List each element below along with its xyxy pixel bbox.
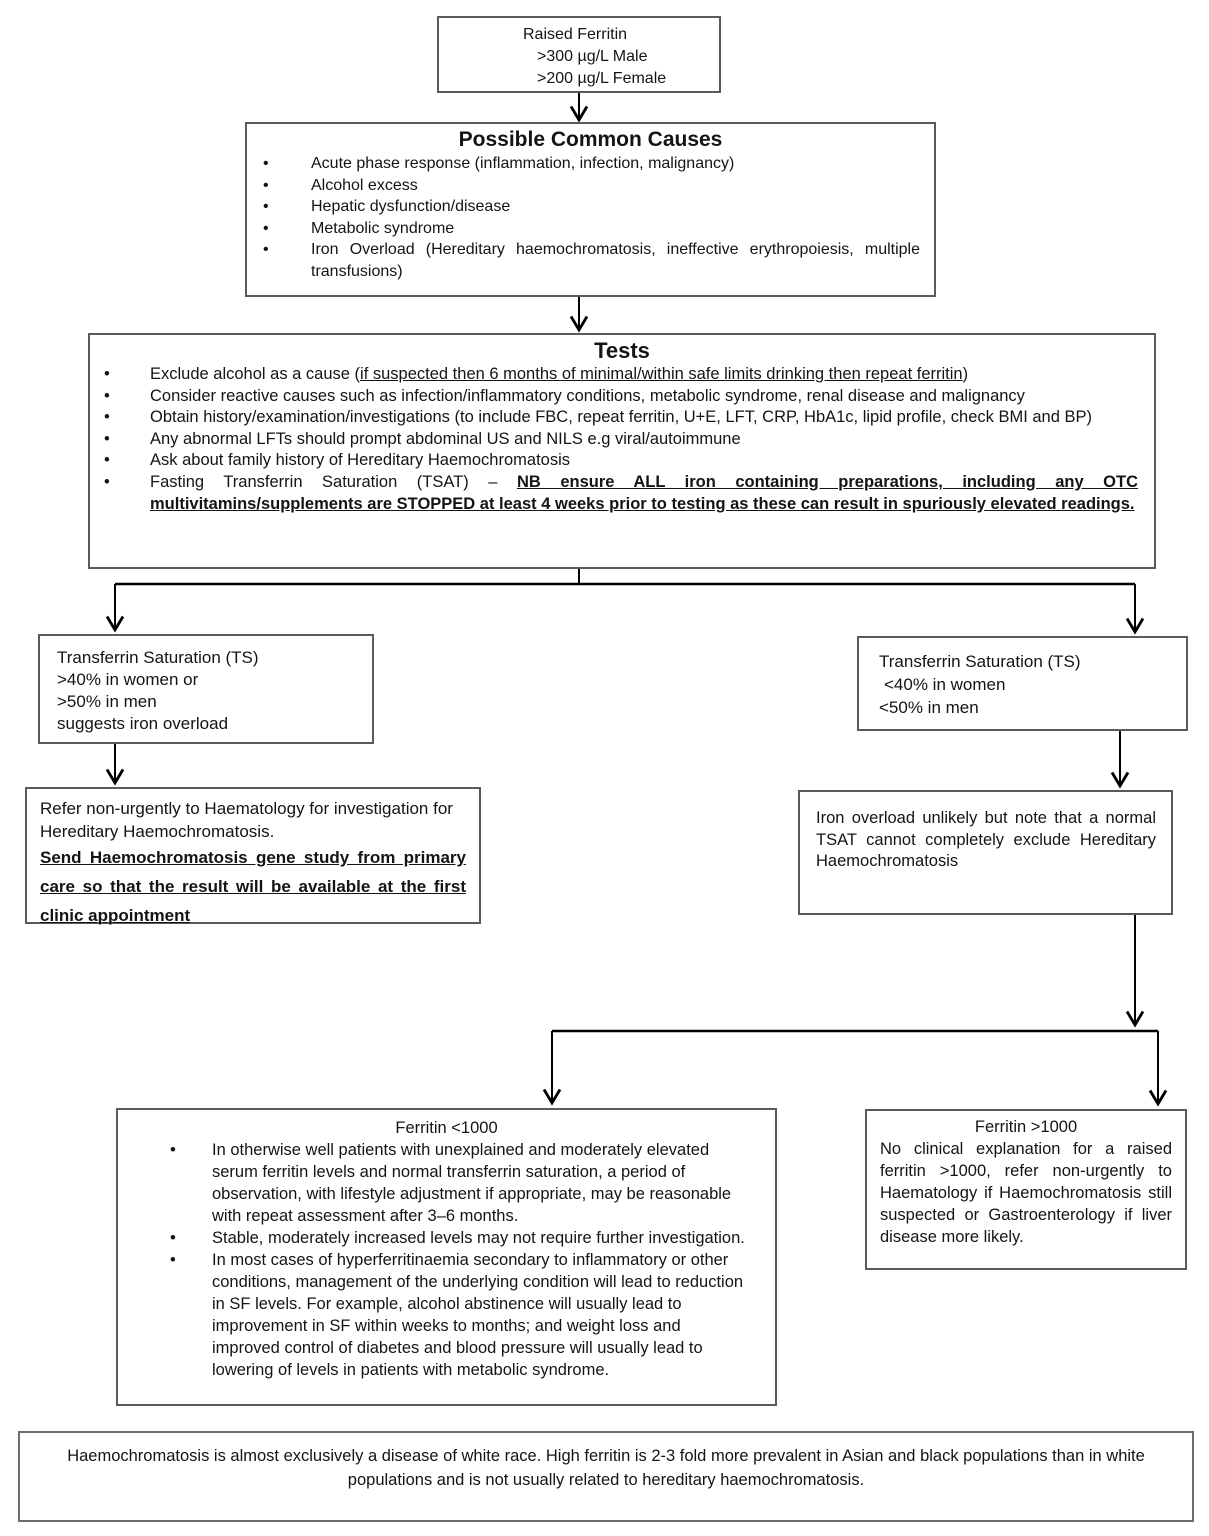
test-exclude-alcohol-underlined: if suspected then 6 months of minimal/wi… [360,365,963,383]
bullet-dot [104,407,150,429]
list-item: Exclude alcohol as a cause (if suspected… [90,364,1154,386]
ts-high-women: >40% in women or [57,670,199,689]
list-item: Iron Overload (Hereditary haemochromatos… [247,239,934,282]
bullet-dot [104,472,150,494]
test-exclude-alcohol-post: ) [962,365,969,383]
test-fasting-tsat-warning: NB ensure ALL iron containing preparatio… [150,472,1138,513]
test-fasting-tsat-pre: Fasting Transferrin Saturation (TSAT) – [150,472,517,491]
list-item: Ask about family history of Hereditary H… [90,450,1154,472]
test-reactive-causes: Consider reactive causes such as infecti… [150,386,1025,405]
list-item: Any abnormal LFTs should prompt abdomina… [90,429,1154,451]
box-possible-common-causes: Possible Common Causes Acute phase respo… [245,122,936,297]
cause-metabolic: Metabolic syndrome [311,219,455,237]
bullet-dot [263,196,311,218]
test-abnormal-lfts: Any abnormal LFTs should prompt abdomina… [150,429,741,448]
bullet-dot [263,239,311,261]
bullet-dot [170,1227,212,1249]
list-item: Alcohol excess [247,175,934,197]
ferritin-low-management: In most cases of hyperferritinaemia seco… [212,1251,744,1379]
box-ts-low: Transferrin Saturation (TS) <40% in wome… [857,636,1188,731]
ferritin-low-stable: Stable, moderately increased levels may … [212,1229,745,1247]
ferritin-low-title: Ferritin <1000 [395,1119,498,1137]
ts-low-men: <50% in men [879,698,979,717]
bullet-dot [104,429,150,451]
test-exclude-alcohol-pre: Exclude alcohol as a cause ( [150,365,361,383]
ts-low-title: Transferrin Saturation (TS) [879,652,1081,671]
bullet-dot [170,1139,212,1161]
ferritin-high-title: Ferritin >1000 [974,1118,1078,1136]
list-item: Metabolic syndrome [247,218,934,240]
cause-alcohol: Alcohol excess [311,176,418,194]
list-item: Stable, moderately increased levels may … [118,1227,775,1249]
raised-ferritin-title: Raised Ferritin [523,26,628,43]
box-ferritin-over-1000: Ferritin >1000 No clinical explanation f… [865,1109,1187,1270]
refer-text: Refer non-urgently to Haematology for in… [40,799,453,841]
ferritin-low-observation: In otherwise well patients with unexplai… [212,1141,732,1225]
cause-hepatic: Hepatic dysfunction/disease [311,198,511,215]
causes-title: Possible Common Causes [458,128,723,151]
iron-unlikely-text: Iron overload unlikely but note that a n… [816,809,1156,870]
box-population-note: Haemochromatosis is almost exclusively a… [18,1431,1194,1522]
cause-acute-phase: Acute phase response (inflammation, infe… [311,155,735,172]
test-fasting-tsat: Fasting Transferrin Saturation (TSAT) – … [150,472,1138,515]
ts-low-women: <40% in women [884,675,1006,694]
ts-high-title: Transferrin Saturation (TS) [57,648,259,667]
bullet-dot [104,364,150,386]
ferritin-high-text: No clinical explanation for a raised fer… [880,1140,1172,1246]
list-item: In otherwise well patients with unexplai… [118,1139,775,1227]
population-note-text: Haemochromatosis is almost exclusively a… [67,1447,1145,1489]
bullet-dot [104,386,150,408]
list-item: Hepatic dysfunction/disease [247,196,934,218]
ts-high-men: >50% in men [57,692,157,711]
list-item: Obtain history/examination/investigation… [90,407,1154,429]
box-tests: Tests Exclude alcohol as a cause (if sus… [88,333,1156,569]
bullet-dot [263,153,311,175]
box-ts-high: Transferrin Saturation (TS) >40% in wome… [38,634,374,744]
cause-iron-overload: Iron Overload (Hereditary haemochromatos… [311,241,920,280]
bullet-dot [263,218,311,240]
bullet-dot [104,450,150,472]
test-exclude-alcohol: Exclude alcohol as a cause (if suspected… [150,364,1138,386]
bullet-dot [263,175,311,197]
box-raised-ferritin: Raised Ferritin >300 µg/L Male >200 µg/L… [437,16,721,93]
box-iron-overload-unlikely: Iron overload unlikely but note that a n… [798,790,1173,915]
refer-gene-study-instruction: Send Haemochromatosis gene study from pr… [40,848,466,925]
box-refer-haematology: Refer non-urgently to Haematology for in… [25,787,481,925]
list-item: Acute phase response (inflammation, infe… [247,153,934,175]
tests-title: Tests [594,338,650,363]
test-family-history: Ask about family history of Hereditary H… [150,451,570,470]
ts-high-conclusion: suggests iron overload [57,714,229,733]
list-item: In most cases of hyperferritinaemia seco… [118,1249,775,1381]
bullet-dot [170,1249,212,1271]
list-item: Fasting Transferrin Saturation (TSAT) – … [90,472,1154,515]
raised-ferritin-male-threshold: >300 µg/L Male [537,48,648,65]
raised-ferritin-female-threshold: >200 µg/L Female [537,70,667,87]
test-history-investigations: Obtain history/examination/investigation… [150,408,1092,427]
list-item: Consider reactive causes such as infecti… [90,386,1154,408]
box-ferritin-under-1000: Ferritin <1000 In otherwise well patient… [116,1108,777,1406]
